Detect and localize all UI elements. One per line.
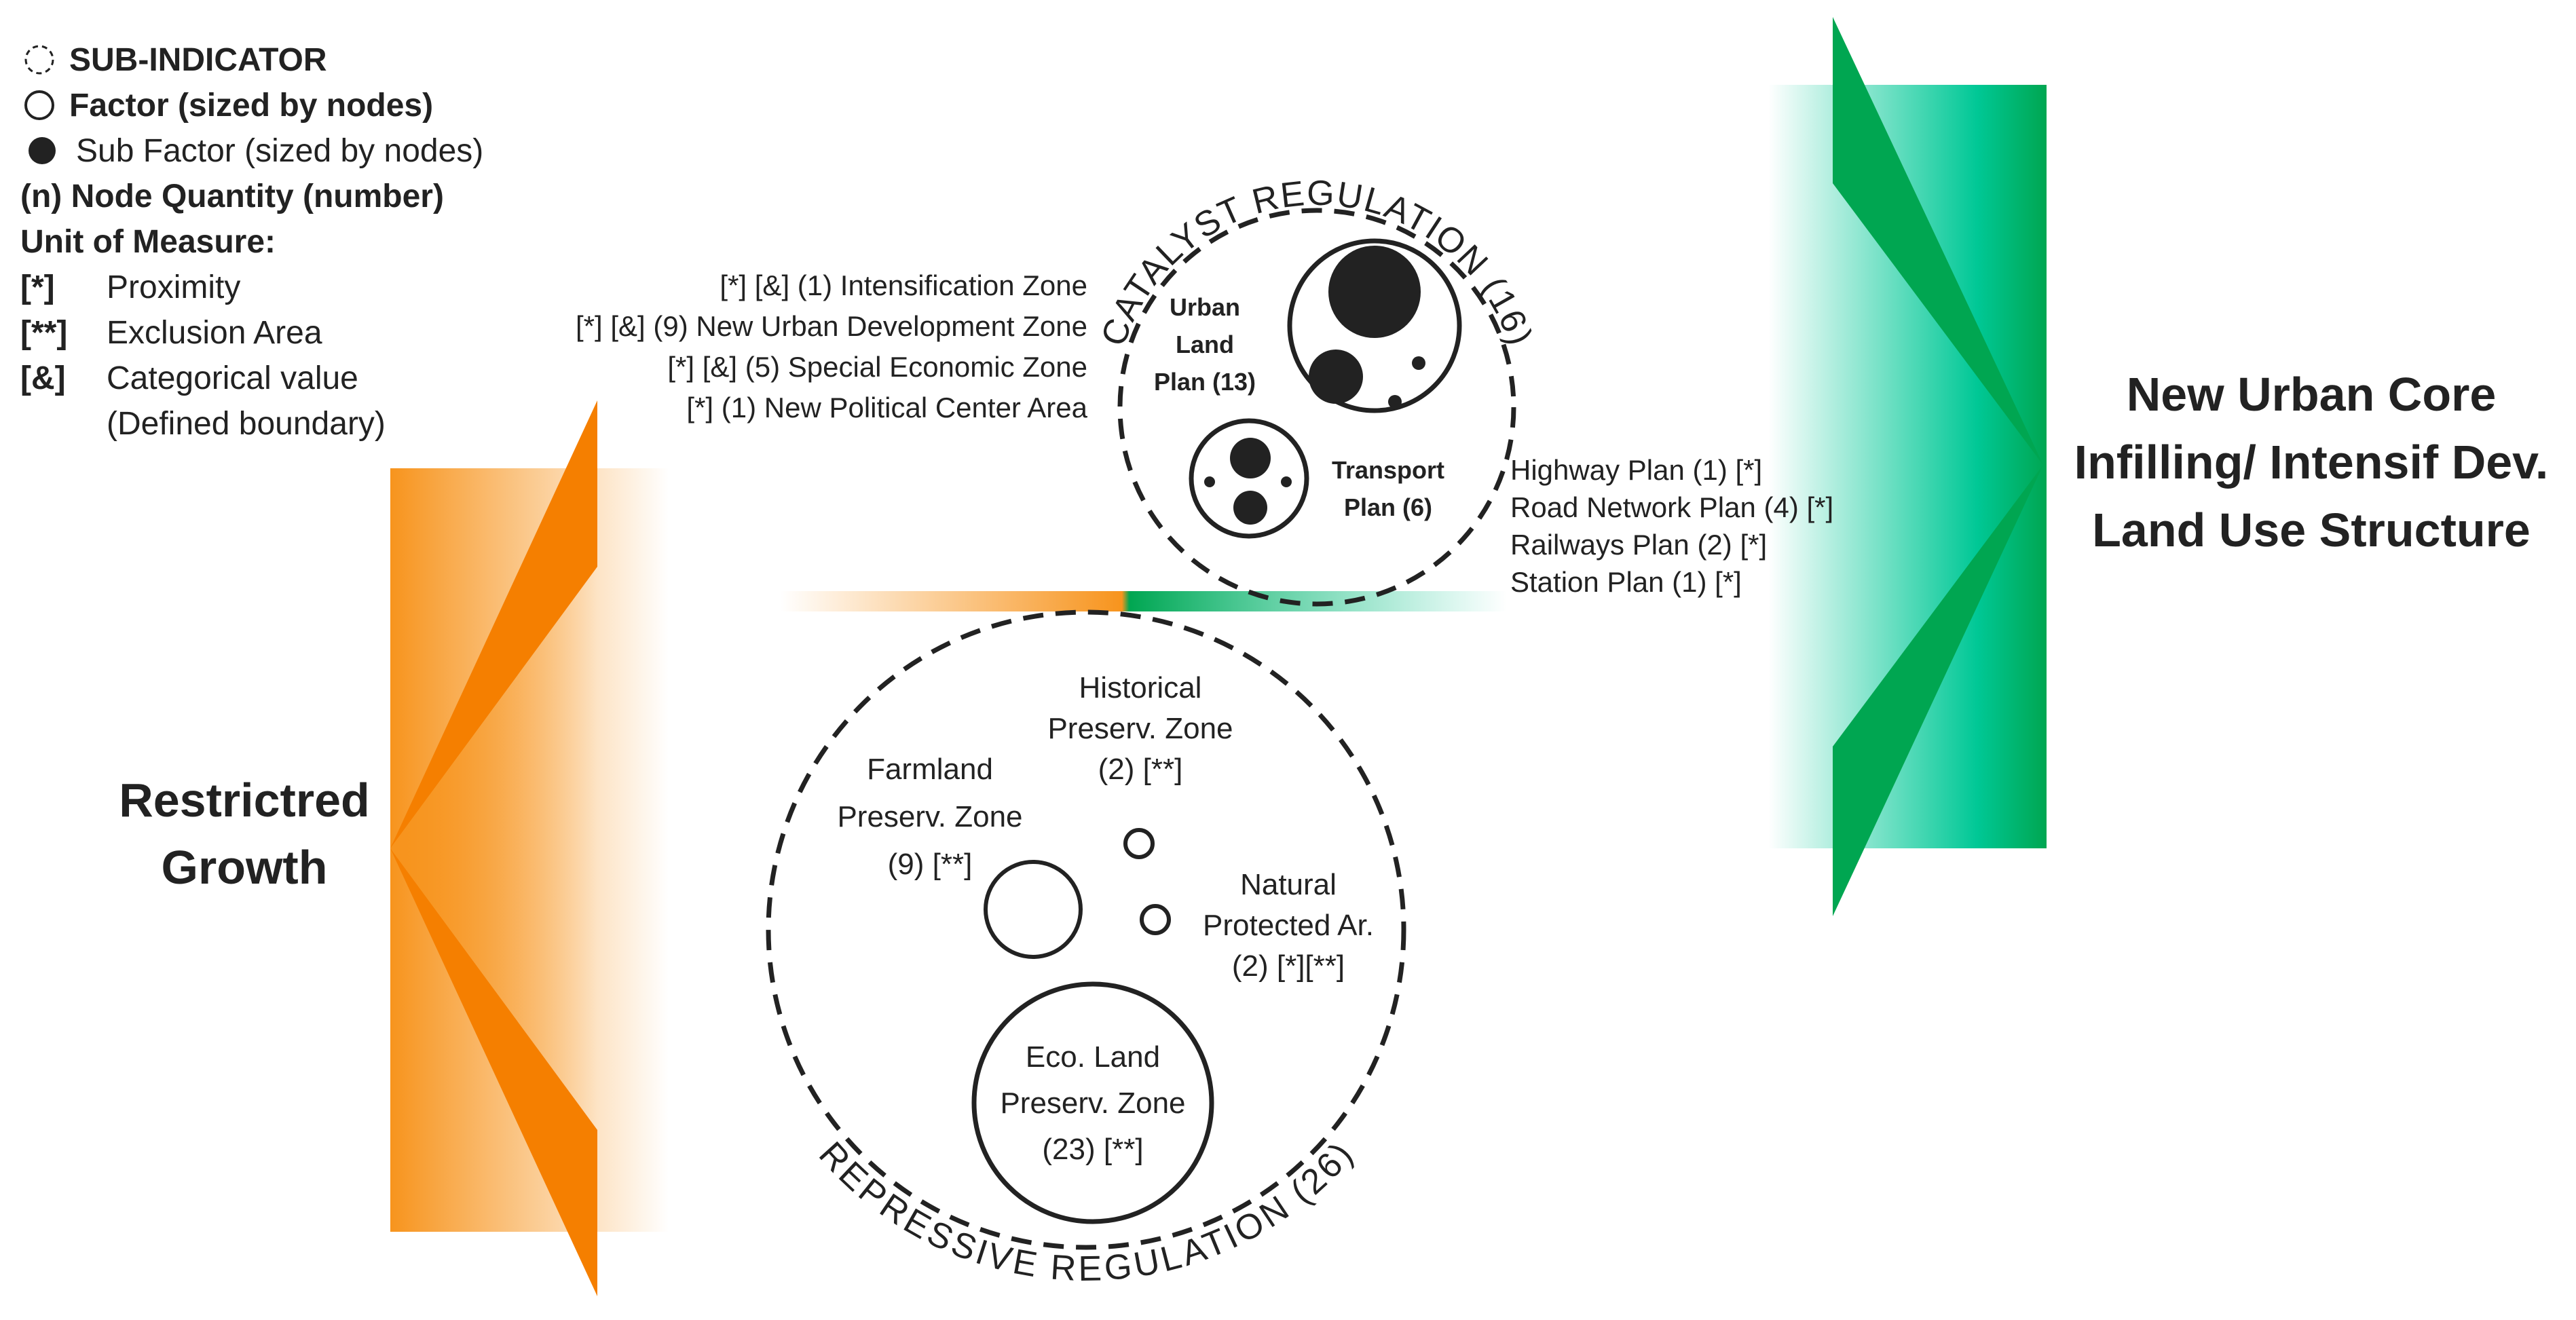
urban-land-label-3: Plan (13) — [1154, 368, 1256, 396]
farmland-label-3: (9) [**] — [888, 848, 973, 881]
urban-land-sub-factor — [1388, 395, 1402, 409]
unit-code-categorical: [&] — [20, 360, 66, 396]
urban-land-label-2: Land — [1176, 331, 1234, 358]
new-urban-core-arrow — [1768, 17, 2047, 916]
list-item: [*] [&] (5) Special Economic Zone — [667, 351, 1087, 383]
legend: SUB-INDICATOR Factor (sized by nodes) Su… — [20, 42, 483, 442]
eco-label-2: Preserv. Zone — [1000, 1087, 1185, 1120]
dashed-circle-icon — [24, 45, 54, 75]
legend-node-qty: (n) Node Quantity (number) — [20, 178, 444, 214]
list-item: Highway Plan (1) [*] — [1510, 454, 1762, 486]
unit-code-exclusion: [**] — [20, 315, 67, 351]
connector-band — [781, 591, 1507, 611]
historical-label-3: (2) [**] — [1098, 753, 1183, 786]
urban-land-sub-factor — [1328, 246, 1421, 338]
eco-label-3: (23) [**] — [1042, 1133, 1143, 1166]
unit-label-categorical: Categorical value — [107, 360, 358, 396]
natural-protected-factor — [1140, 904, 1171, 935]
unit-label-exclusion: Exclusion Area — [107, 315, 322, 351]
unit-label-proximity: Proximity — [107, 269, 240, 305]
orange-chevron-left-icon — [390, 400, 597, 1296]
outcome-right-line-1: New Urban Core — [2127, 368, 2497, 421]
transport-sub-factor — [1204, 476, 1215, 487]
natural-label-1: Natural — [1240, 868, 1337, 901]
repressive-boundary — [766, 609, 1406, 1250]
historical-label-2: Preserv. Zone — [1047, 712, 1233, 745]
transport-label-2: Plan (6) — [1344, 493, 1432, 521]
filled-circle-icon — [29, 137, 56, 164]
list-item: [*] [&] (1) Intensification Zone — [720, 269, 1087, 301]
transport-sub-factor — [1233, 491, 1267, 525]
restricted-growth-arrow — [390, 400, 669, 1296]
eco-land-factor — [971, 981, 1214, 1224]
green-chevron-right-icon — [1833, 17, 2043, 916]
natural-label-3: (2) [*][**] — [1232, 949, 1345, 983]
farmland-label-1: Farmland — [867, 753, 993, 786]
outcome-right-line-3: Land Use Structure — [2092, 504, 2531, 557]
unit-code-proximity: [*] — [20, 269, 55, 305]
list-item: [*] [&] (9) New Urban Development Zone — [576, 310, 1087, 342]
legend-factor: Factor (sized by nodes) — [69, 88, 433, 124]
historical-label-1: Historical — [1079, 671, 1202, 704]
urban-land-sub-factor — [1412, 356, 1425, 370]
transport-sub-factor — [1230, 438, 1271, 478]
repressive-regulation: REPRESSIVE REGULATION (26) Historical Pr… — [766, 609, 1406, 1289]
orange-chevron-fill — [390, 567, 597, 1130]
natural-label-2: Protected Ar. — [1203, 909, 1374, 942]
urban-land-plan-factor — [1287, 238, 1462, 413]
catalyst-left-list: [*] [&] (1) Intensification Zone [*] [&]… — [576, 269, 1088, 423]
catalyst-regulation: CATALYST REGULATION (16) Urban Land Plan… — [1094, 174, 1539, 607]
transport-label-1: Transport — [1332, 456, 1444, 484]
transport-plan-factor — [1189, 418, 1309, 539]
legend-unit-title: Unit of Measure: — [20, 224, 276, 260]
legend-sub-factor: Sub Factor (sized by nodes) — [76, 133, 483, 169]
unit-note: (Defined boundary) — [107, 406, 386, 442]
farmland-zone-factor — [984, 860, 1083, 959]
urban-land-sub-factor — [1309, 350, 1363, 404]
farmland-label-2: Preserv. Zone — [837, 800, 1022, 833]
catalyst-right-list: Highway Plan (1) [*] Road Network Plan (… — [1510, 454, 1833, 598]
urban-land-label-1: Urban — [1170, 293, 1240, 321]
transport-sub-factor — [1281, 476, 1292, 487]
list-item: Road Network Plan (4) [*] — [1510, 491, 1833, 523]
historical-zone-factor — [1123, 828, 1155, 859]
outcome-left-line-2: Growth — [162, 841, 328, 894]
hollow-circle-icon — [24, 90, 54, 120]
outcome-right-line-2: Infilling/ Intensif Dev. — [2074, 436, 2549, 489]
catalyst-boundary — [1117, 208, 1516, 607]
legend-sub-indicator: SUB-INDICATOR — [69, 42, 327, 78]
list-item: Railways Plan (2) [*] — [1510, 529, 1767, 561]
list-item: Station Plan (1) [*] — [1510, 566, 1742, 598]
list-item: [*] (1) New Political Center Area — [686, 392, 1087, 423]
eco-label-1: Eco. Land — [1026, 1040, 1160, 1074]
outcome-left-line-1: Restrictred — [119, 774, 370, 827]
